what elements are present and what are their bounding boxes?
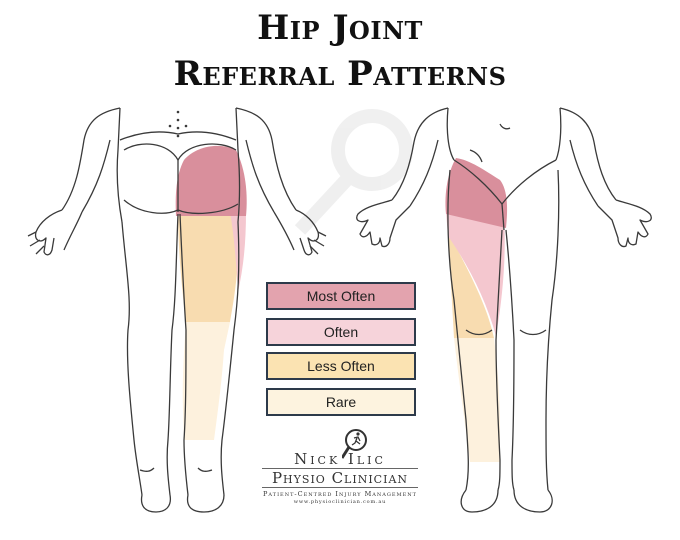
back-view-figure <box>27 107 327 513</box>
zone-back-most-often <box>175 145 247 216</box>
zone-front-rare <box>454 338 500 462</box>
brand-name-line2: Physio Clinician <box>262 468 418 488</box>
runner-logo-icon <box>342 429 367 459</box>
page-title-line1: Hip Joint <box>257 8 423 48</box>
front-view-figure <box>356 107 652 513</box>
brand-logo: Nick Ilic Physio Clinician Patient-Centr… <box>262 429 418 505</box>
legend-label-most-often: Most Often <box>306 288 376 304</box>
watermark-icon <box>294 109 413 235</box>
zone-back-rare <box>182 322 230 440</box>
zone-back-often <box>230 212 246 292</box>
zone-front-less-often <box>448 232 494 338</box>
brand-name-line1: Nick Ilic <box>294 450 386 468</box>
brand-tagline: Patient-Centred Injury Management <box>263 490 417 498</box>
legend-label-often: Often <box>323 324 359 340</box>
page-title-line2: Referral Patterns <box>173 54 507 94</box>
legend-often: Often <box>266 318 416 346</box>
legend-rare: Rare <box>266 388 416 416</box>
zone-front-often <box>446 212 505 336</box>
zone-front-most-often <box>445 158 508 228</box>
zone-back-less-often <box>178 212 238 322</box>
legend-less-often: Less Often <box>266 352 416 380</box>
legend-label-rare: Rare <box>325 394 357 410</box>
legend-most-often: Most Often <box>266 282 416 310</box>
brand-url: www.physioclinician.com.au <box>293 499 387 505</box>
legend-label-less-often: Less Often <box>307 358 375 374</box>
